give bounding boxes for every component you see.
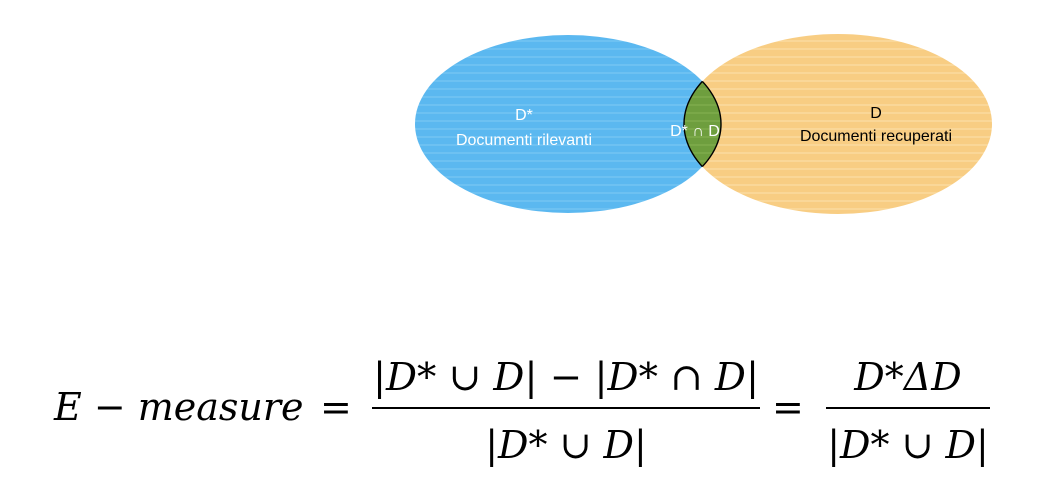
formula-lhs: E − measure	[53, 385, 304, 429]
relevant-set-symbol: D*	[515, 107, 533, 124]
venn-diagram: D* Documenti rilevanti D* ∩ D D Document…	[415, 34, 992, 214]
e-measure-formula: E − measure = |D* ∪ D| − |D* ∩ D| |D* ∪ …	[53, 355, 990, 467]
equals-sign-2: =	[772, 385, 804, 429]
formula-denominator: |D* ∪ D|	[485, 423, 647, 467]
intersection-label: D* ∩ D	[670, 123, 720, 140]
intersection-outline	[684, 34, 722, 214]
relevant-set-label: Documenti rilevanti	[456, 132, 592, 149]
retrieved-set-label: Documenti recuperati	[800, 128, 952, 145]
retrieved-set-ellipse	[684, 34, 992, 214]
formula-rhs-denominator: |D* ∪ D|	[827, 423, 989, 467]
equals-sign-1: =	[320, 385, 352, 429]
relevant-set-ellipse	[415, 35, 721, 213]
formula-numerator: |D* ∪ D| − |D* ∩ D|	[373, 355, 759, 399]
retrieved-set-symbol: D	[870, 105, 882, 122]
formula-rhs-numerator: D*ΔD	[853, 355, 961, 399]
